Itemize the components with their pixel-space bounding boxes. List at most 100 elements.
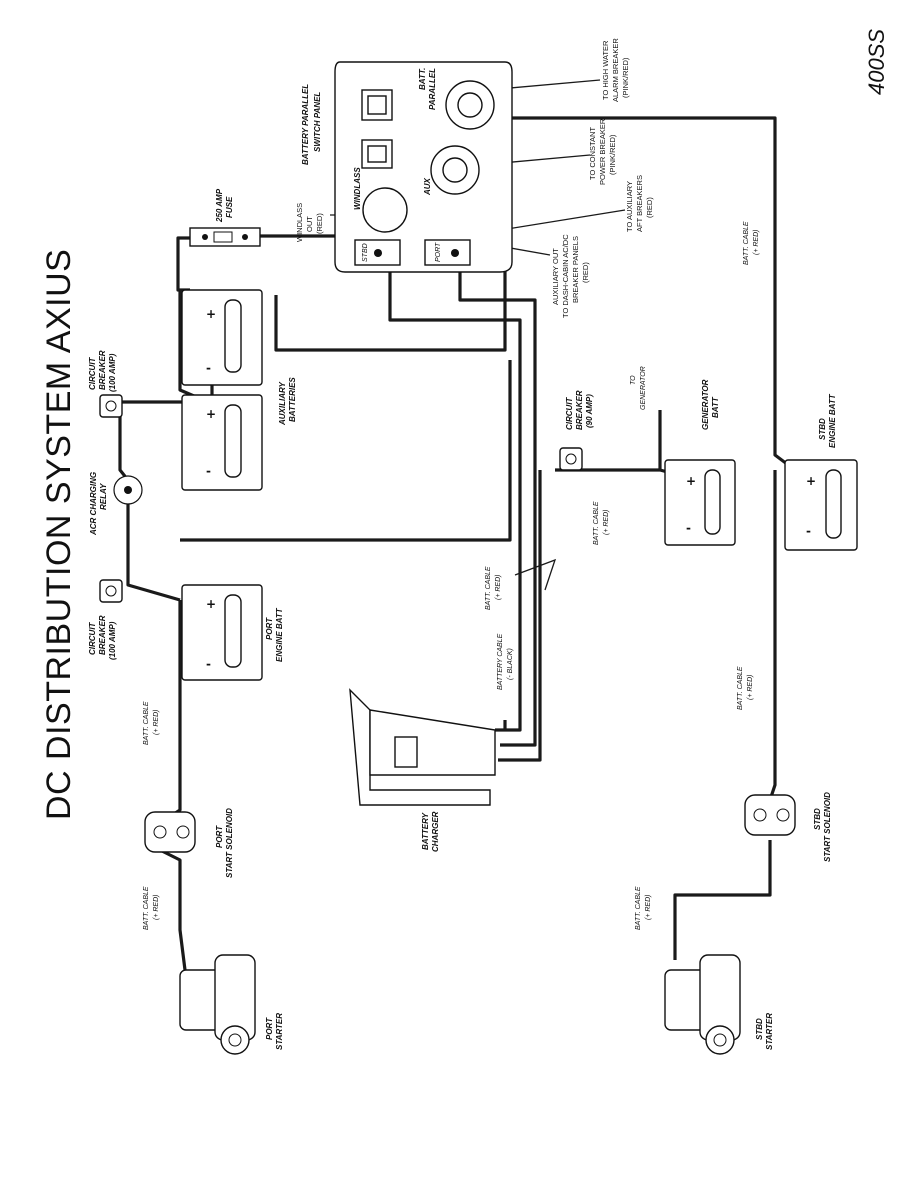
hw-label: TO HIGH WATER [601, 40, 610, 100]
port-engine-battery: + - PORT ENGINE BATT [181, 584, 284, 681]
stbd-engine-battery: + - STBD ENGINE BATT [784, 393, 858, 551]
cb-port-label: CIRCUIT [88, 621, 97, 655]
charger-label: BATTERY [421, 812, 430, 850]
stbd-sol-label-2: START SOLENOID [823, 792, 832, 862]
port-sol-label: PORT [215, 825, 224, 848]
to-gen-label: TO [630, 375, 637, 385]
stbd-starter-label-2: STARTER [765, 1013, 774, 1050]
auxiliary-battery-bottom: + - [181, 394, 263, 491]
aux-out-label-4: (RED) [581, 262, 590, 283]
aux-out-label: AUXILIARY OUT [551, 248, 560, 305]
aft-label-3: (RED) [645, 197, 654, 218]
port-start-solenoid: PORT START SOLENOID [144, 808, 234, 878]
batt-cable-gen-2: (+ RED) [603, 510, 610, 535]
minus-terminal: - [206, 361, 211, 375]
cb-gen-label: CIRCUIT [565, 396, 574, 430]
batt-cable-mid: BATT. CABLE [485, 566, 492, 610]
windlass-out-label-2: OUT [305, 216, 314, 232]
switch-windlass: WINDLASS [353, 167, 362, 210]
switch-parallel: PARALLEL [428, 68, 437, 110]
const-label-3: (PINK/RED) [608, 134, 617, 175]
panel-title: BATTERY PARALLEL [301, 84, 310, 165]
stbd-batt-label-2: ENGINE BATT [828, 393, 837, 448]
batt-cable-stbd-lo-2: (+ RED) [645, 895, 652, 920]
batt-cable-stbd-2: (+ RED) [747, 675, 754, 700]
acr-label-2: RELAY [99, 483, 108, 510]
const-label-2: POWER BREAKER [598, 118, 607, 185]
plus-terminal: + [206, 307, 216, 321]
plus-terminal: + [206, 407, 216, 421]
minus-terminal: - [206, 464, 211, 478]
batt-cable-stbd: BATT. CABLE [737, 666, 744, 710]
batt-cable-port-lo-2: (+ RED) [153, 895, 160, 920]
port-sol-label-2: START SOLENOID [225, 808, 234, 878]
fuse-label-2: FUSE [225, 196, 234, 218]
battery-parallel-switch-panel: BATTERY PARALLEL SWITCH PANEL WINDLASS A… [301, 61, 513, 273]
aux-out-label-2: TO DASH-CABIN AC/DC [561, 234, 570, 318]
stbd-batt-label: STBD [818, 418, 827, 440]
battery-charger: BATTERY CHARGER [349, 688, 496, 852]
cb-port-label-3: (100 AMP) [108, 621, 117, 660]
fuse-label: 250 AMP [215, 188, 224, 223]
plus-terminal: + [686, 474, 696, 488]
circuit-breaker-port: CIRCUIT BREAKER (100 AMP) [88, 579, 123, 660]
fuse-250-amp: 250 AMP FUSE [189, 188, 261, 247]
auxiliary-battery-top: + - [181, 289, 263, 386]
plus-terminal: + [206, 597, 216, 611]
minus-terminal: - [686, 521, 691, 535]
minus-terminal: - [206, 657, 211, 671]
batt-cable-black-2: (- BLACK) [507, 648, 514, 680]
switch-batt: BATT. [418, 68, 427, 90]
to-gen-label-2: GENERATOR [640, 366, 647, 410]
aux-out-label-3: BREAKER PANELS [571, 236, 580, 303]
cb-gen-label-3: (90 AMP) [585, 394, 594, 428]
port-starter-label: PORT [265, 1017, 274, 1040]
const-label: TO CONSTANT [588, 127, 597, 180]
cb-aux-label-2: BREAKER [98, 350, 107, 390]
term-port: PORT [435, 242, 442, 262]
cb-port-label-2: BREAKER [98, 615, 107, 655]
gen-batt-label: GENERATOR [701, 379, 710, 430]
circuit-breaker-aux: CIRCUIT BREAKER (100 AMP) [88, 350, 123, 418]
batt-cable-port: BATT. CABLE [143, 701, 150, 745]
aft-label: TO AUXILIARY [625, 181, 634, 232]
windlass-out-label-3: (RED) [315, 213, 324, 234]
batt-cable-port-2: (+ RED) [153, 710, 160, 735]
batt-cable-stbd-lo: BATT. CABLE [635, 886, 642, 930]
port-batt-label: PORT [265, 617, 274, 640]
aux-batt-label-2: BATTERIES [288, 377, 297, 422]
term-stbd: STBD [362, 243, 369, 262]
port-batt-label-2: ENGINE BATT [275, 607, 284, 662]
plus-terminal: + [806, 474, 816, 488]
hw-label-3: (PINK/RED) [621, 57, 630, 98]
switch-aux: AUX [423, 177, 432, 196]
cb-gen-label-2: BREAKER [575, 390, 584, 430]
batt-cable-gen: BATT. CABLE [593, 501, 600, 545]
batt-cable-port-lo: BATT. CABLE [143, 886, 150, 930]
stbd-start-solenoid: STBD START SOLENOID [744, 792, 832, 862]
batt-cable-black: BATTERY CABLE [497, 633, 504, 690]
aux-batt-label: AUXILIARY [278, 381, 287, 426]
port-starter: PORT STARTER [179, 954, 284, 1055]
acr-charging-relay: ACR CHARGING RELAY [89, 472, 143, 536]
diagram-title: DC DISTRIBUTION SYSTEM AXIUS [40, 249, 78, 820]
stbd-starter: STBD STARTER [664, 954, 774, 1055]
stbd-starter-label: STBD [755, 1018, 764, 1040]
windlass-out-label: WINDLASS [295, 203, 304, 242]
batt-cable-top: BATT. CABLE [743, 221, 750, 265]
cb-aux-label-3: (100 AMP) [108, 353, 117, 392]
page-number: 400SS [864, 29, 889, 95]
gen-batt-label-2: BATT [711, 396, 720, 418]
aft-label-2: AFT BREAKERS [635, 175, 644, 232]
minus-terminal: - [806, 524, 811, 538]
port-starter-label-2: STARTER [275, 1013, 284, 1050]
batt-cable-top-2: (+ RED) [753, 230, 760, 255]
cb-aux-label: CIRCUIT [88, 356, 97, 390]
generator-battery: + - GENERATOR BATT [664, 379, 736, 546]
hw-label-2: ALARM BREAKER [611, 38, 620, 102]
circuit-breaker-generator: CIRCUIT BREAKER (90 AMP) [559, 390, 594, 471]
acr-label: ACR CHARGING [89, 472, 98, 536]
batt-cable-mid-2: (+ RED) [495, 575, 502, 600]
